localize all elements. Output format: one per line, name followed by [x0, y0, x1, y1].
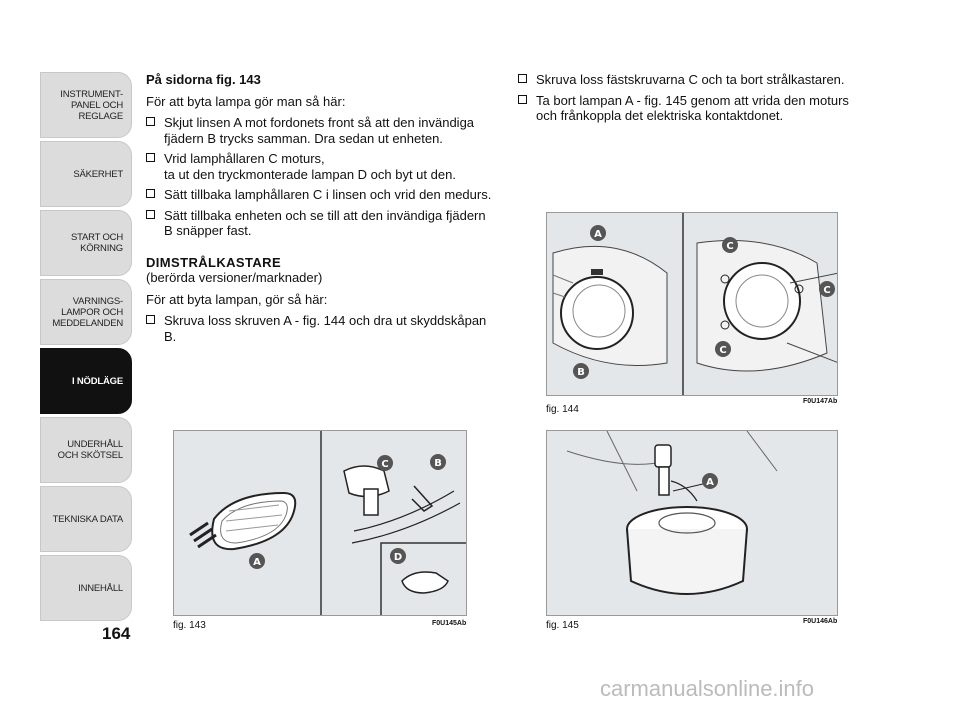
tab-label: VARNINGS- LAMPOR OCH MEDDELANDEN [52, 295, 123, 329]
list-item: Skjut linsen A mot fordonets front så at… [146, 115, 496, 146]
figure-144: A B C C C [546, 212, 838, 396]
checkbox-bullet-icon [518, 74, 527, 83]
checkbox-bullet-icon [146, 209, 155, 219]
tab-label: START OCH KÖRNING [70, 232, 123, 254]
marker-label: C [381, 459, 388, 470]
left-column: På sidorna fig. 143 För att byta lampa g… [146, 72, 496, 349]
section-title: DIMSTRÅLKASTARE [146, 254, 282, 270]
figure-code: F0U147Ab [803, 398, 838, 405]
checkbox-bullet-icon [518, 94, 527, 104]
tab-innehall[interactable]: INNEHÅLL [40, 555, 132, 621]
figure-code: F0U146Ab [803, 618, 838, 625]
list-item: Sätt tillbaka enheten och se till att de… [146, 208, 496, 239]
tab-i-nodlage[interactable]: I NÖDLÄGE [40, 348, 132, 414]
section-heading: På sidorna fig. 143 [146, 72, 261, 87]
watermark: carmanualsonline.info [600, 676, 815, 701]
marker-label: C [823, 285, 830, 296]
tab-tekniska-data[interactable]: TEKNISKA DATA [40, 486, 132, 552]
figure-caption: fig. 145 [546, 620, 579, 631]
tab-instrumentpanel[interactable]: INSTRUMENT- PANEL OCH REGLAGE [40, 72, 132, 138]
list-item: Sätt tillbaka lamphållaren C i linsen oc… [146, 187, 496, 203]
checkbox-bullet-icon [146, 153, 155, 162]
tab-label: INSTRUMENT- PANEL OCH REGLAGE [60, 88, 123, 122]
list-item: Skruva loss fästskruvarna C och ta bort … [518, 72, 858, 88]
intro-text: För att byta lampa gör man så här: [146, 93, 346, 109]
list-item: Skruva loss skruven A - fig. 144 och dra… [146, 313, 496, 344]
tab-label: I NÖDLÄGE [72, 375, 123, 387]
fig143-illustration: C B A D [174, 431, 466, 615]
checkbox-bullet-icon [146, 117, 155, 126]
marker-label: A [594, 229, 602, 240]
tab-start-och-korning[interactable]: START OCH KÖRNING [40, 210, 132, 276]
list-item: Vrid lamphållaren C moturs, ta ut den tr… [146, 151, 496, 182]
marker-label: C [719, 345, 726, 356]
figure-caption: fig. 144 [546, 404, 579, 415]
fig144-illustration: A B C C C [547, 213, 837, 395]
tab-sakerhet[interactable]: SÄKERHET [40, 141, 132, 207]
fig145-illustration: A [547, 431, 837, 615]
section-intro: För att byta lampan, gör så här: [146, 291, 328, 307]
marker-label: D [394, 552, 402, 563]
marker-label: A [253, 557, 261, 568]
page-number: 164 [102, 624, 131, 643]
marker-label: B [577, 367, 585, 378]
figure-caption: fig. 143 [173, 620, 206, 631]
right-column: Skruva loss fästskruvarna C och ta bort … [518, 72, 858, 129]
tab-underhall[interactable]: UNDERHÅLL OCH SKÖTSEL [40, 417, 132, 483]
checkbox-bullet-icon [146, 189, 155, 198]
tab-label: INNEHÅLL [78, 582, 123, 594]
figure-145: A [546, 430, 838, 616]
tab-label: UNDERHÅLL OCH SKÖTSEL [57, 439, 124, 461]
figure-code: F0U145Ab [432, 620, 467, 627]
section-subtitle: (berörda versioner/marknader) [146, 270, 323, 285]
tab-label: TEKNISKA DATA [52, 513, 124, 525]
tab-varningslampor[interactable]: VARNINGS- LAMPOR OCH MEDDELANDEN [40, 279, 132, 345]
list-item: Ta bort lampan A - fig. 145 genom att vr… [518, 93, 858, 124]
tab-label: SÄKERHET [73, 168, 123, 180]
marker-label: B [434, 458, 442, 469]
figure-143: C B A D [173, 430, 467, 616]
marker-label: C [726, 241, 733, 252]
checkbox-bullet-icon [146, 315, 155, 324]
marker-label: A [706, 477, 714, 488]
